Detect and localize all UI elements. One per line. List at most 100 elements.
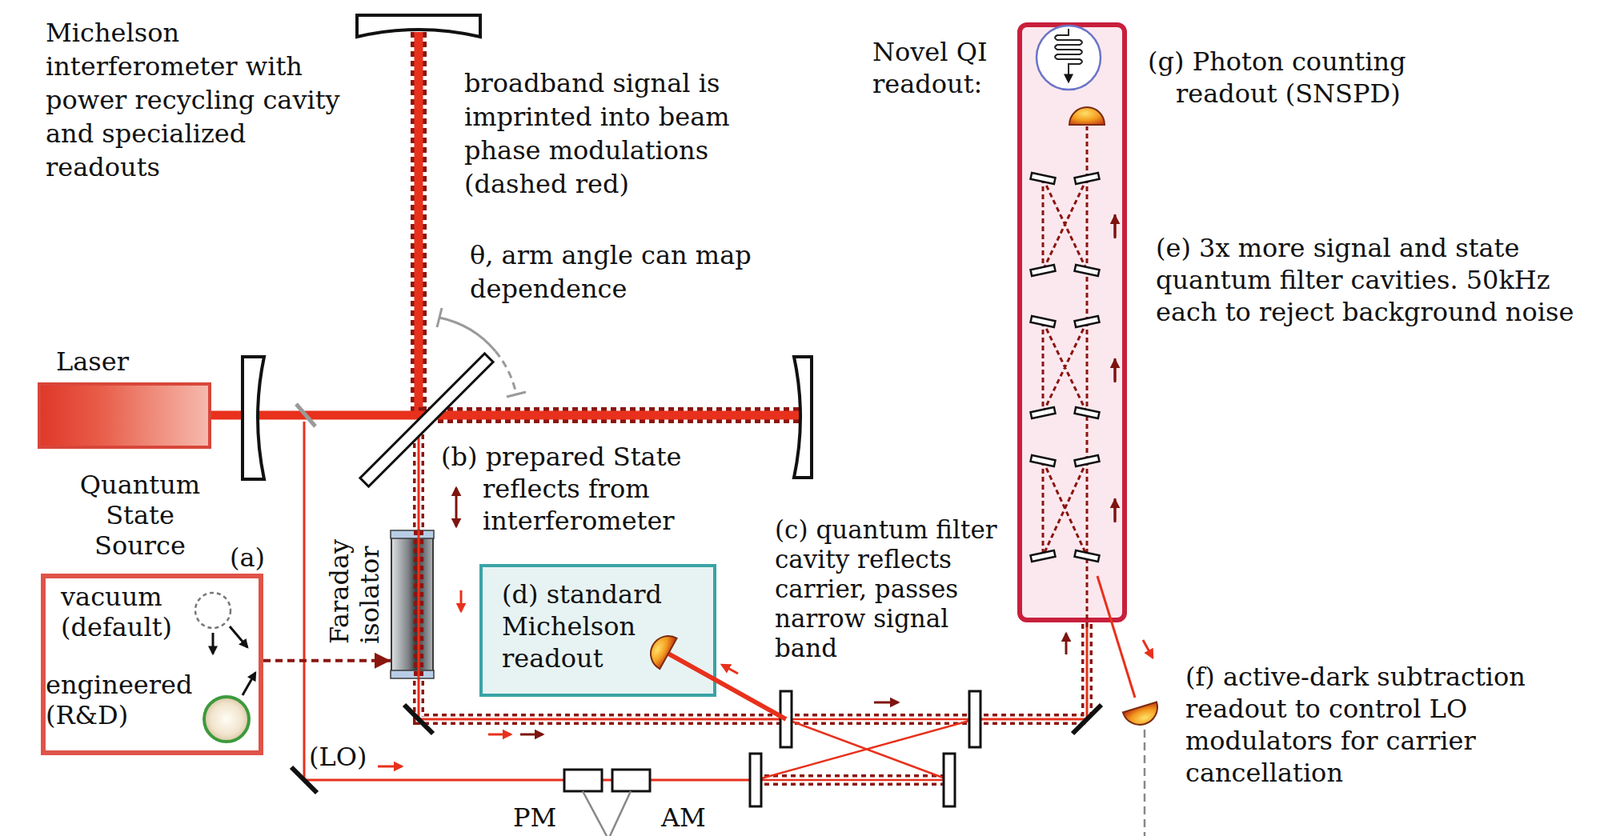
- direction-arrow: [460, 590, 463, 612]
- direction-arrow: [1114, 500, 1117, 522]
- engineered-state-circle: [204, 697, 249, 742]
- cavity-mirror: [1030, 264, 1055, 277]
- cavity-mirror: [1030, 316, 1055, 328]
- direction-arrow: [1114, 360, 1117, 381]
- label-slot: (b) prepared State reflects from interfe…: [441, 441, 746, 538]
- text-slot: Novel QI readout:: [872, 36, 1011, 101]
- callout-b: (b) prepared State reflects from interfe…: [441, 441, 746, 538]
- direction-arrow: [874, 701, 899, 705]
- cavity-mirror: [1074, 550, 1099, 562]
- lo-label: (LO): [308, 741, 367, 774]
- direction-arrow: [1065, 633, 1068, 655]
- photon-counting-box: Novel QI readout:(g) Photon counting rea…: [1017, 22, 1127, 623]
- arm-beam-signal: [410, 32, 427, 416]
- cavity-mirror: [1030, 407, 1055, 419]
- arm-angle-note: θ, arm angle can map dependence: [469, 238, 807, 306]
- direction-arrow: [488, 733, 511, 737]
- readout-detector: [479, 564, 488, 573]
- isolator-body: [390, 530, 399, 539]
- direction-arrow: [1114, 216, 1117, 237]
- isolator-label: Faraday isolator: [324, 508, 385, 645]
- text-slot: (d) standard Michelson readout: [501, 578, 686, 675]
- direction-arrow: [1142, 640, 1153, 658]
- laser-label: Laser: [56, 345, 129, 378]
- state-injection-path: [263, 659, 391, 663]
- arm-beam-signal: [418, 407, 801, 424]
- arm-beam: [418, 411, 801, 421]
- direction-arrow: [455, 488, 458, 527]
- photodetector: [644, 629, 678, 670]
- direction-arrow: [377, 765, 402, 769]
- bowtie-cavity-path: [1042, 321, 1087, 414]
- arm-angle-arc: [495, 351, 517, 395]
- label-slot: broadband signal is imprinted into beam …: [464, 66, 809, 201]
- photon-counting-chain: [1017, 22, 1026, 31]
- carrier-pickoff-beam: [1097, 576, 1135, 698]
- cavity-mirror: [749, 753, 762, 807]
- state-option: vacuum (default): [60, 581, 197, 643]
- diagram-title: Michelson interferometer with power recy…: [45, 16, 350, 185]
- detector-dome: [1122, 702, 1163, 730]
- end-mirror: [356, 15, 481, 37]
- readout-heading: Novel QI readout:: [872, 36, 1011, 101]
- cavity-mirror: [1074, 407, 1099, 419]
- signal-beam: [413, 530, 424, 679]
- signal-beam: [418, 425, 783, 720]
- snspd-meander: [1054, 28, 1083, 82]
- detector-dome: [644, 629, 678, 670]
- signal-beam-core: [974, 622, 1087, 720]
- vacuum-state-circle: [195, 593, 231, 629]
- cavity-mirror: [1074, 172, 1099, 185]
- title-slot: Michelson interferometer with power recy…: [45, 16, 350, 185]
- signal-note: broadband signal is imprinted into beam …: [464, 66, 809, 201]
- signal-beam-gap: [974, 622, 1087, 720]
- label-slot: (e) 3x more signal and state quantum fil…: [1155, 232, 1584, 329]
- michelson-readout-box: (d) standard Michelson readout: [479, 564, 717, 698]
- amplitude-modulator: [612, 769, 650, 792]
- cavity-mirror: [969, 691, 981, 748]
- isolator-cap: [390, 530, 434, 539]
- snspd-icon: [1036, 25, 1101, 90]
- text-slot: (g) Photon counting readout (SNSPD): [1147, 45, 1468, 110]
- label-slot: AM: [661, 803, 718, 833]
- isolator-cap: [390, 670, 434, 679]
- arm-beam: [414, 32, 424, 416]
- direction-arrow: [721, 665, 738, 674]
- arm-angle-arc: [439, 317, 496, 352]
- steering-mirror: [404, 705, 434, 734]
- selector-arrow: [229, 626, 248, 648]
- cavity-mirror: [943, 753, 955, 807]
- direction-arrow-shafts: [1114, 214, 1117, 523]
- selector-arrow: [242, 673, 256, 696]
- detector-dome: [1069, 107, 1105, 125]
- text-slot: engineered (R&D): [45, 669, 206, 731]
- bowtie-cavity-path: [1042, 178, 1087, 271]
- laser-box: Laser: [37, 382, 212, 450]
- cavity-mirror: [1074, 264, 1099, 277]
- cavity-mirror: [1030, 550, 1055, 562]
- text-slot: Laser: [56, 345, 153, 378]
- text-slot: Faraday isolator: [286, 545, 423, 607]
- pickoff-plate: [296, 404, 316, 427]
- callout-c: (c) quantum filter cavity reflects carri…: [774, 515, 1015, 664]
- label-slot: (c) quantum filter cavity reflects carri…: [774, 515, 1015, 664]
- direction-arrow: [520, 733, 543, 737]
- text-slot: Quantum State Source: [68, 469, 213, 562]
- signal-beam-core: [417, 530, 421, 679]
- signal-beam-gap: [418, 425, 783, 720]
- callout-g: (g) Photon counting readout (SNSPD): [1147, 45, 1468, 110]
- modulator-label: AM: [661, 803, 706, 833]
- signal-beam: [974, 622, 1087, 720]
- text-slot: vacuum (default): [60, 581, 197, 643]
- cavity-mirror: [1030, 455, 1055, 467]
- callout-e: (e) 3x more signal and state quantum fil…: [1155, 232, 1584, 329]
- label-slot: PM: [513, 803, 570, 833]
- phase-modulator: [564, 769, 602, 792]
- cavity-mirror: [1030, 172, 1055, 185]
- label-slot: θ, arm angle can map dependence: [469, 238, 807, 306]
- state-option: engineered (R&D): [45, 669, 206, 731]
- control-wire: [1143, 729, 1147, 836]
- label-slot: (LO): [308, 741, 381, 774]
- quantum-state-source-box: Quantum State Source(a)vacuum (default)e…: [40, 573, 264, 756]
